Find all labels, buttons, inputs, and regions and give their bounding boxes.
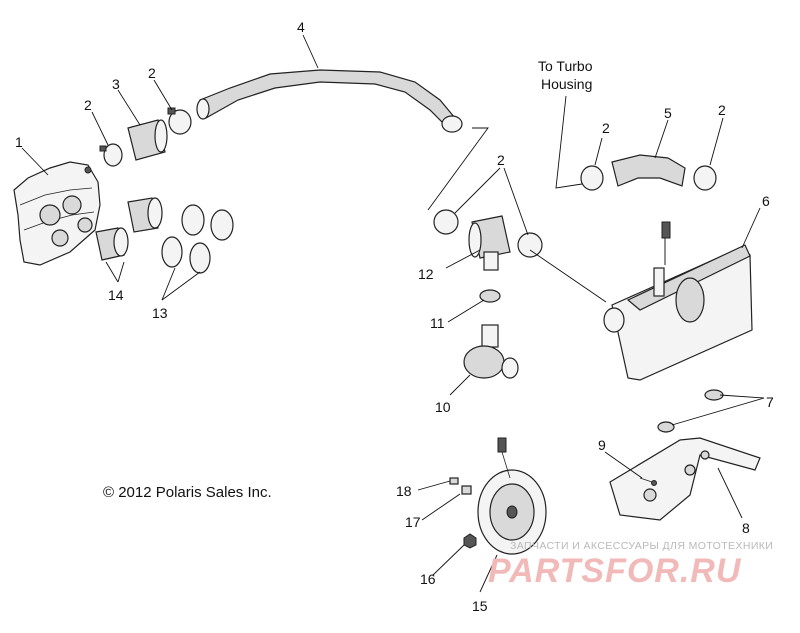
part-2-clamp-mid-left	[433, 209, 459, 235]
part-2-clamp-left	[99, 143, 123, 167]
callout-7: 7	[766, 394, 774, 410]
watermark-logo: PARTSFOR.RU	[488, 552, 742, 590]
callout-6: 6	[762, 193, 770, 209]
part-14-couplers	[95, 197, 163, 261]
part-8-bracket	[609, 437, 761, 521]
part-13-clamps	[161, 204, 234, 274]
part-11-seal	[479, 289, 501, 303]
note-housing: Housing	[541, 76, 592, 92]
part-6-intercooler	[603, 221, 753, 381]
part-17-grommet	[461, 485, 472, 495]
callout-14: 14	[108, 287, 124, 303]
part-1-airbox	[13, 161, 101, 266]
part-12-tee	[468, 215, 511, 271]
callout-4: 4	[297, 19, 305, 35]
copyright-text: © 2012 Polaris Sales Inc.	[103, 484, 272, 501]
callout-2: 2	[497, 152, 505, 168]
callout-2: 2	[602, 120, 610, 136]
part-2-clamp-right-right	[693, 165, 717, 191]
callout-16: 16	[420, 571, 436, 587]
callout-10: 10	[435, 399, 451, 415]
callout-2: 2	[148, 65, 156, 81]
callout-17: 17	[405, 514, 421, 530]
callout-13: 13	[152, 305, 168, 321]
callout-2: 2	[718, 102, 726, 118]
part-3-sleeve	[127, 119, 168, 161]
part-7-grommets	[657, 389, 724, 433]
part-16-nut	[463, 533, 477, 549]
callout-3: 3	[112, 76, 120, 92]
part-2-clamp-mid-right	[517, 232, 543, 258]
note-to-turbo: To Turbo	[538, 58, 593, 74]
callout-5: 5	[664, 105, 672, 121]
callout-2: 2	[84, 97, 92, 113]
part-10-valve	[463, 324, 519, 379]
callout-15: 15	[472, 598, 488, 614]
part-5-hose	[611, 154, 686, 187]
leader-lines	[21, 34, 765, 593]
part-18-bolt	[449, 477, 459, 485]
callout-12: 12	[418, 266, 434, 282]
callout-18: 18	[396, 483, 412, 499]
part-4-intake-tube	[196, 69, 463, 133]
callout-1: 1	[15, 134, 23, 150]
part-9-screw	[639, 477, 657, 486]
callout-numbers: 1 2 3 2 4 2 2 5 2 6 12 11 10 7 9 8 14 13…	[15, 19, 774, 614]
callout-8: 8	[742, 520, 750, 536]
part-2-clamp-upper	[167, 107, 192, 135]
part-2-clamp-right-left	[580, 165, 604, 191]
callout-9: 9	[598, 437, 606, 453]
part-15-fan	[477, 437, 547, 555]
callout-11: 11	[430, 315, 445, 331]
watermark-tagline: ЗАПЧАСТИ И АКСЕССУАРЫ ДЛЯ МОТОТЕХНИКИ	[510, 540, 773, 552]
